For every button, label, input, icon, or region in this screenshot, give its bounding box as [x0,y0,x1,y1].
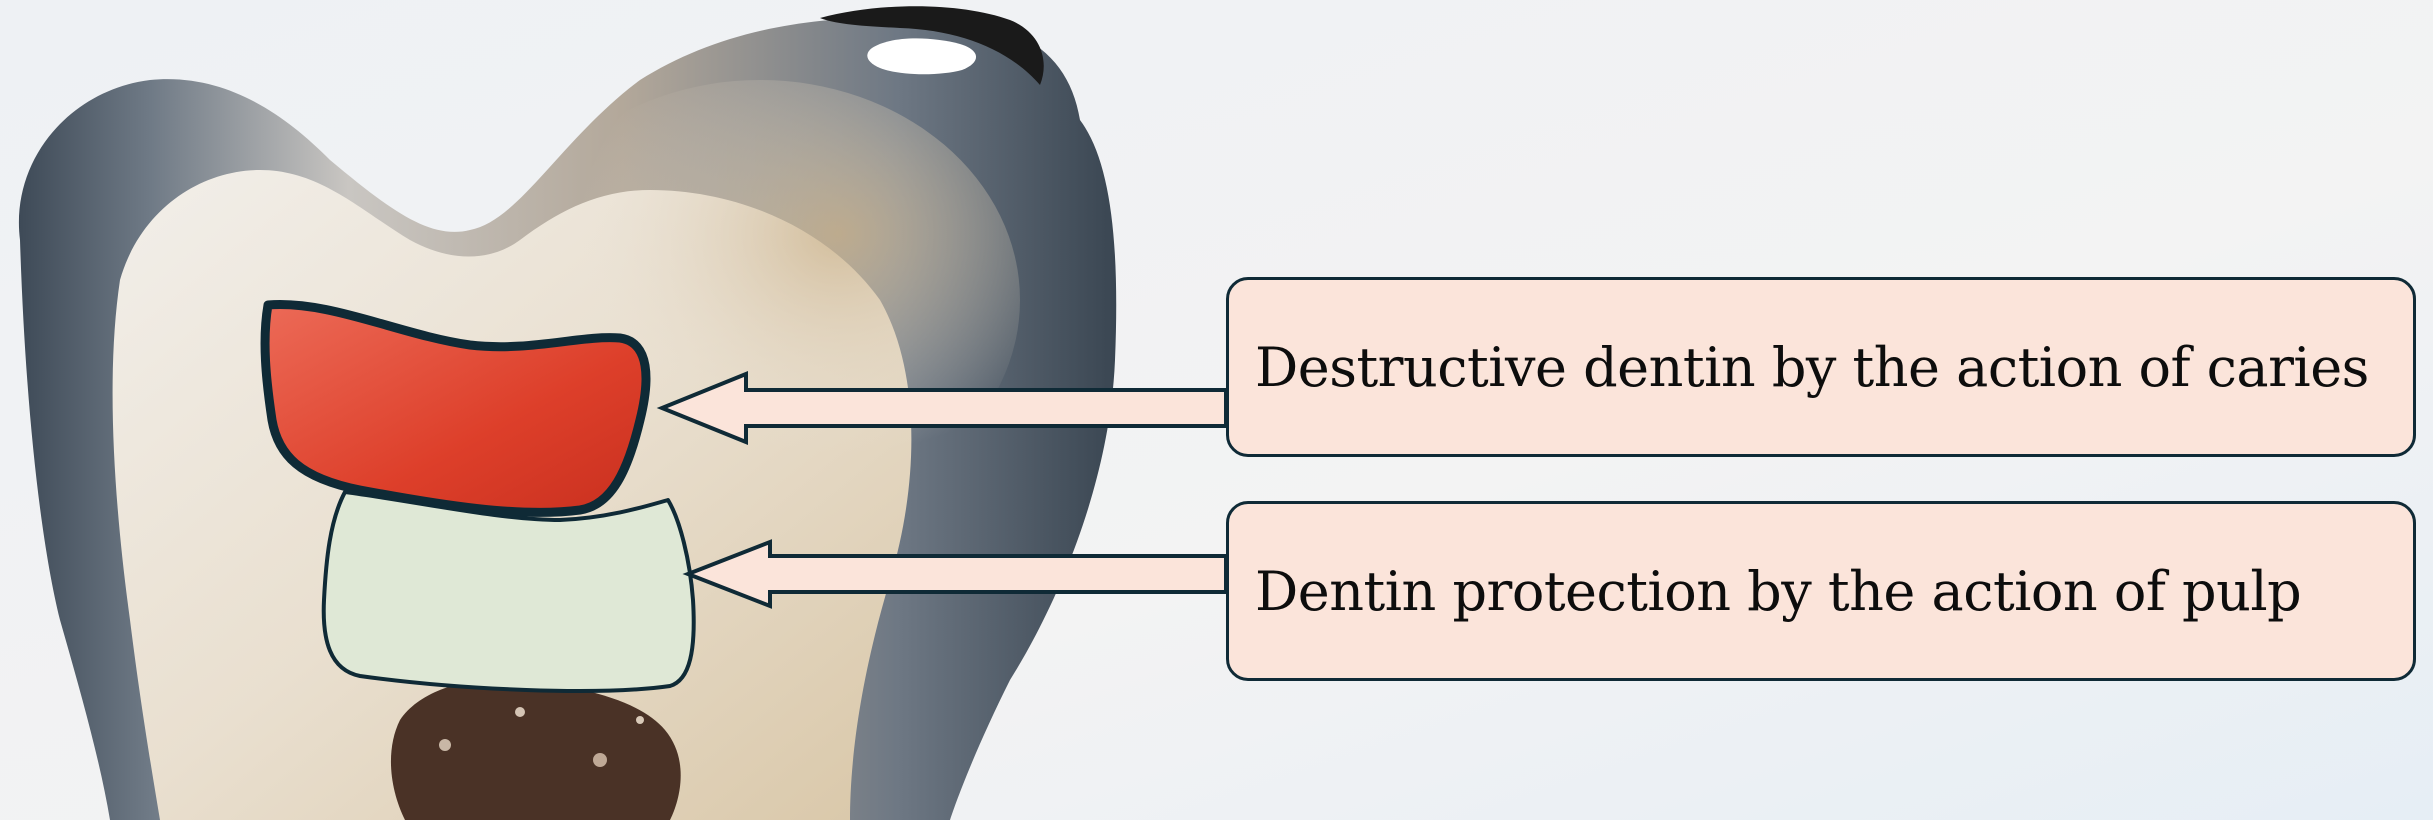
caries-label-box: Destructive dentin by the action of cari… [1226,277,2416,457]
pulp-label-box: Dentin protection by the action of pulp [1226,501,2416,681]
pulp-protection-region [324,492,694,691]
pulp-label: Dentin protection by the action of pulp [1255,560,2301,623]
caries-label: Destructive dentin by the action of cari… [1255,336,2369,399]
